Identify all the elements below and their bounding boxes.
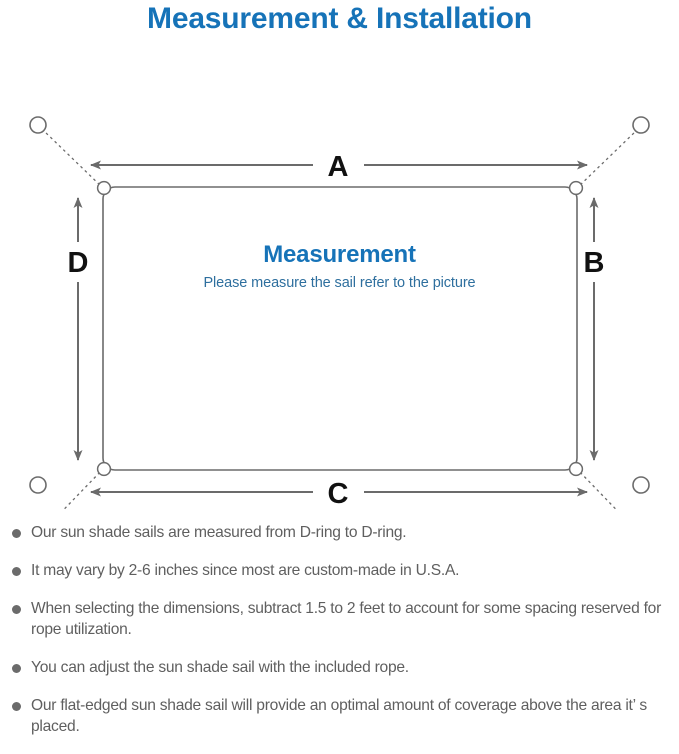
d-ring-bottom-right [568,461,584,477]
anchor-ring-top-right [632,116,650,134]
dimension-label-c: C [328,478,349,510]
bullet-icon [12,605,21,614]
sail-diagram-svg: A C D B [29,116,650,510]
bullet-icon [12,567,21,576]
list-item: It may vary by 2-6 inches since most are… [0,560,679,581]
sail-diagram: A C D B Measurement [0,50,679,510]
d-ring-top-left [96,180,112,196]
list-item: Our flat-edged sun shade sail will provi… [0,695,679,737]
dimension-c: C [90,478,588,510]
rope-bottom-right [575,467,618,510]
notes-list: Our sun shade sails are measured from D-… [0,522,679,754]
note-text: When selecting the dimensions, subtract … [31,600,662,638]
list-item: Our sun shade sails are measured from D-… [0,522,679,543]
bullet-icon [12,529,21,538]
rope-top-right [575,130,637,190]
sail-rectangle [102,186,578,471]
dimension-label-b: B [584,247,605,279]
list-item: You can adjust the sun shade sail with t… [0,657,679,678]
sail-body [102,186,578,471]
bullet-icon [12,702,21,711]
note-text: It may vary by 2-6 inches since most are… [31,562,460,579]
anchor-rings [29,116,650,494]
d-rings [96,180,584,477]
anchor-ring-bottom-right [632,476,650,494]
anchor-ring-bottom-left [29,476,47,494]
d-ring-bottom-left [96,461,112,477]
dimension-a: A [90,151,588,183]
list-item: When selecting the dimensions, subtract … [0,598,679,640]
note-text: You can adjust the sun shade sail with t… [31,659,409,676]
bullet-icon [12,664,21,673]
rope-bottom-left [62,467,105,510]
dimension-label-d: D [68,247,89,279]
rope-top-left [43,130,105,190]
dimension-b: B [584,197,605,461]
rope-lines [43,130,637,510]
note-text: Our flat-edged sun shade sail will provi… [31,697,647,735]
page-title: Measurement & Installation [147,2,532,35]
note-text: Our sun shade sails are measured from D-… [31,524,407,541]
dimension-d: D [68,197,89,461]
d-ring-top-right [568,180,584,196]
anchor-ring-top-left [29,116,47,134]
dimension-label-a: A [328,151,349,183]
